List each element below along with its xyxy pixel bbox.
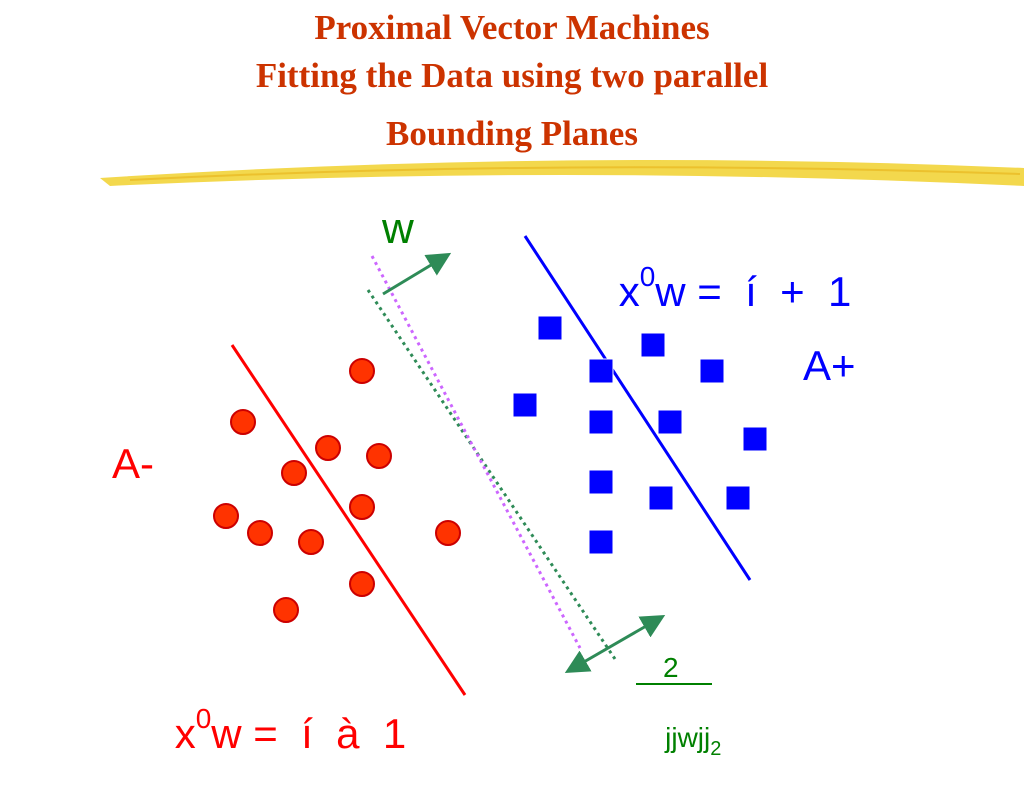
plus-point-12 (588, 529, 614, 555)
plus-point-10 (648, 485, 674, 511)
title-underline-swoosh (100, 160, 1024, 186)
plus-bounding-plane (523, 235, 752, 581)
margin-denominator-norm: jjwjj (665, 722, 711, 753)
plus-point-11 (725, 485, 751, 511)
title-line-2: Fitting the Data using two parallel (255, 56, 769, 95)
minus-point-11 (349, 571, 375, 597)
plus-plane-equation: x0w = í + 1 (572, 220, 852, 364)
plus-eq-x: x (618, 268, 640, 315)
bounding-planes-diagram (100, 160, 1024, 696)
margin-numerator: 2 (663, 652, 679, 683)
title-line-1: Proximal Vector Machines (314, 8, 710, 47)
title-line-3: Bounding Planes (386, 114, 638, 153)
plus-point-9 (588, 469, 614, 495)
plus-point-4 (699, 358, 725, 384)
minus-point-12 (273, 597, 299, 623)
plus-point-7 (657, 409, 683, 435)
minus-point-3 (315, 435, 341, 461)
plus-class-points (512, 315, 768, 555)
minus-point-10 (435, 520, 461, 546)
minus-point-8 (247, 520, 273, 546)
minus-eq-x: x (174, 710, 196, 757)
minus-bounding-plane (230, 344, 467, 696)
minus-point-5 (281, 460, 307, 486)
minus-plane-equation: x0w = í à 1 (128, 662, 407, 806)
minus-point-7 (213, 503, 239, 529)
plus-point-3 (588, 358, 614, 384)
plus-eq-rest: w = í + 1 (655, 268, 852, 315)
minus-eq-rest: w = í à 1 (211, 710, 407, 757)
plus-point-6 (588, 409, 614, 435)
plus-point-5 (512, 392, 538, 418)
minus-eq-superscript: 0 (195, 703, 212, 734)
plus-point-8 (742, 426, 768, 452)
plus-point-2 (640, 332, 666, 358)
slide: Proximal Vector Machines Fitting the Dat… (100, 8, 1024, 760)
minus-point-1 (349, 358, 375, 384)
plus-point-1 (537, 315, 563, 341)
margin-double-arrow (564, 614, 666, 674)
plus-class-label: A+ (803, 342, 856, 389)
w-vector-label: w (382, 204, 414, 253)
minus-point-6 (349, 494, 375, 520)
minus-class-label: A- (112, 440, 154, 487)
minus-point-2 (230, 409, 256, 435)
title-underline-swoosh-highlight (129, 166, 1021, 181)
margin-denominator: jjwjj2 (634, 690, 721, 786)
minus-point-4 (366, 443, 392, 469)
separator-plane-violet (370, 255, 582, 649)
w-normal-arrow (382, 252, 452, 296)
minus-point-9 (298, 529, 324, 555)
plus-eq-superscript: 0 (639, 261, 656, 292)
margin-denominator-subscript: 2 (710, 738, 722, 760)
minus-class-points (213, 358, 461, 623)
separator-plane-green (366, 289, 619, 663)
